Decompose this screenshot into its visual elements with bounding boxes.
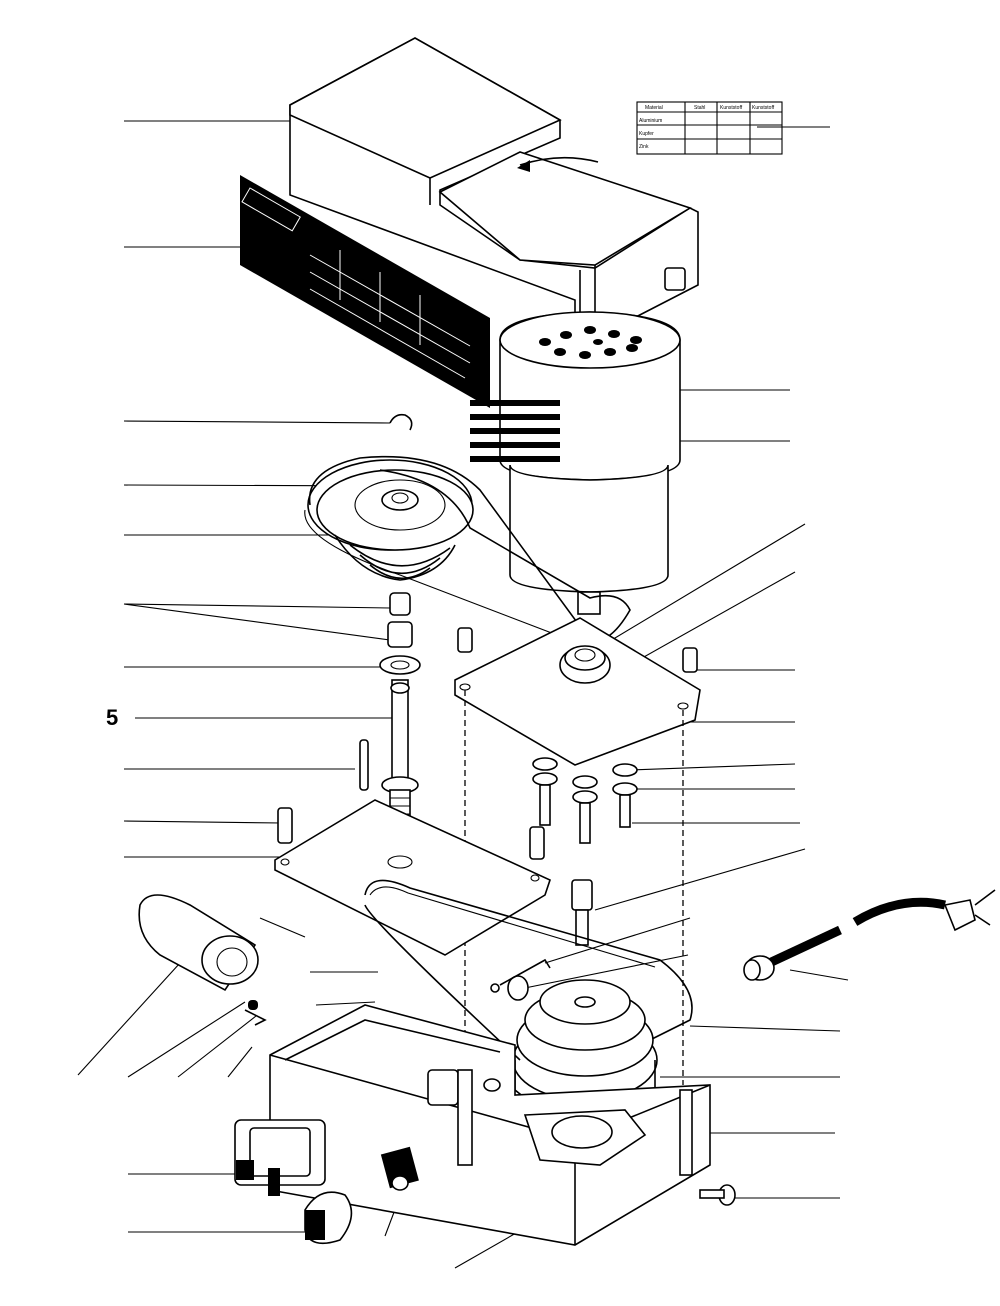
switch-assembly — [234, 1119, 419, 1245]
table-row-aluminium: Aluminium — [639, 118, 662, 124]
base-housing — [269, 1004, 711, 1246]
motor-plate — [454, 617, 701, 1085]
top-cover — [289, 37, 699, 347]
screws-washers — [277, 757, 638, 946]
motor — [470, 311, 681, 615]
power-cord — [743, 889, 996, 981]
foot-screw — [699, 1184, 736, 1206]
label-plate — [240, 175, 490, 408]
lower-plate — [274, 799, 551, 956]
table-header-material: Material — [645, 105, 663, 111]
table-row-kupfer: Kupfer — [639, 131, 654, 137]
table-row-zink: Zink — [639, 144, 649, 150]
table-header-stahl: Stahl — [694, 105, 705, 111]
material-table: Material Stahl Kunststoff Kunststoff Alu… — [636, 101, 783, 155]
drive-belt-and-lower-pulley — [364, 879, 693, 1111]
capacitor — [138, 894, 267, 1026]
upper-pulley-assembly — [304, 413, 631, 642]
small-bracket — [490, 958, 551, 1001]
part-number-label: 5 — [106, 705, 118, 730]
spindle-parts — [359, 592, 421, 826]
table-header-kunststoff-2: Kunststoff — [752, 105, 775, 111]
table-header-kunststoff-1: Kunststoff — [720, 105, 743, 111]
